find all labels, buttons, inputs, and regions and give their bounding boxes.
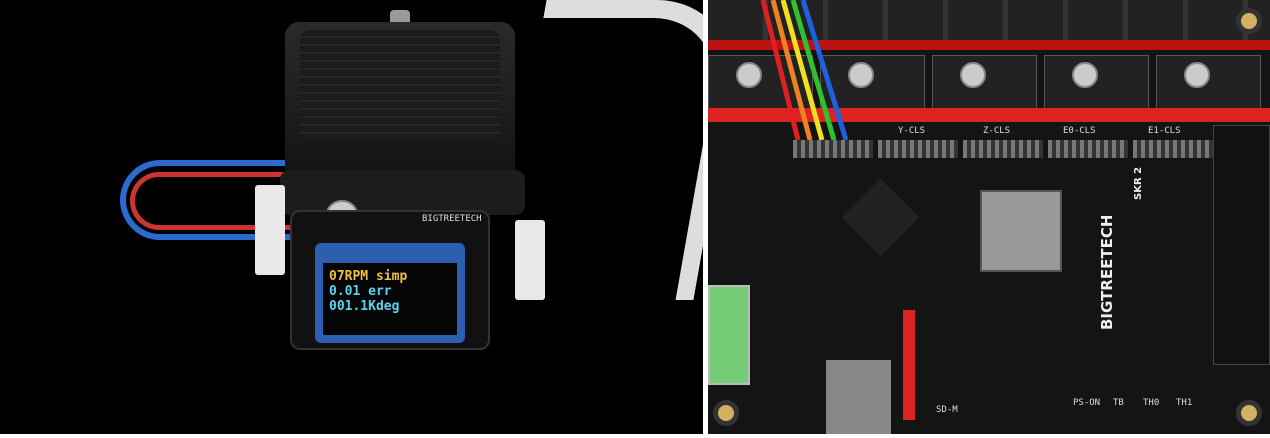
pin-header — [963, 140, 1043, 158]
closed-loop-motor-photo: BIGTREETECH 07RPM simp 0.01 err 001.1Kde… — [0, 0, 703, 434]
th0-label: TH0 — [1143, 398, 1160, 408]
ps-on-label: PS-ON — [1073, 398, 1101, 408]
driver-socket — [1044, 55, 1149, 115]
oled-display: 07RPM simp 0.01 err 001.1Kdeg — [315, 243, 465, 343]
capacitor — [1184, 62, 1210, 88]
z-cls-label: Z-CLS — [983, 126, 1011, 136]
oled-line-deg: 001.1Kdeg — [329, 299, 400, 314]
pin-header — [1048, 140, 1128, 158]
e1-cls-label: E1-CLS — [1148, 126, 1181, 136]
driver-socket — [1156, 55, 1261, 115]
side-connectors — [1213, 125, 1270, 365]
brand-label: BIGTREETECH — [422, 214, 482, 224]
mounting-hole — [1236, 8, 1262, 34]
red-jumper-row — [708, 108, 1270, 122]
e0-cls-label: E0-CLS — [1063, 126, 1096, 136]
mounting-hole — [1236, 400, 1262, 426]
red-header — [903, 310, 915, 420]
header-row — [708, 40, 1270, 50]
oled-line-rpm: 07RPM simp — [329, 269, 408, 284]
pin-header — [878, 140, 958, 158]
ribbon-wire-orange — [770, 0, 813, 141]
y-cls-label: Y-CLS — [898, 126, 926, 136]
motor-wires — [120, 160, 290, 240]
mainboard-photo: Y-CLS Z-CLS E0-CLS E1-CLS BIGTREETECH SK… — [708, 0, 1270, 434]
capacitor — [848, 62, 874, 88]
tb-label: TB — [1113, 398, 1124, 408]
oled-screen: 07RPM simp 0.01 err 001.1Kdeg — [323, 263, 457, 335]
ribbon-wire-green — [790, 0, 837, 141]
mounting-hole — [713, 400, 739, 426]
capacitor — [1072, 62, 1098, 88]
cable-connector — [515, 220, 545, 300]
board-brand-label: BIGTREETECH — [1098, 214, 1116, 330]
driver-socket — [932, 55, 1037, 115]
power-terminal — [708, 285, 750, 385]
sd-m-label: SD-M — [936, 405, 958, 415]
pin-header — [793, 140, 873, 158]
rainbow-ribbon-cable — [760, 0, 849, 141]
oled-line-err: 0.01 err — [329, 284, 392, 299]
th1-label: TH1 — [1176, 398, 1193, 408]
pin-header — [1133, 140, 1213, 158]
usb-port — [826, 360, 891, 434]
motor-connector — [255, 185, 285, 275]
ribbon-wire-blue — [800, 0, 849, 141]
ribbon-wire-yellow — [780, 0, 825, 141]
capacitor — [736, 62, 762, 88]
motor-plate — [280, 170, 525, 215]
board-model-label: SKR 2 — [1133, 166, 1144, 200]
motor-wires — [130, 172, 290, 230]
driver-chip — [841, 178, 920, 257]
ribbon-wire-red — [760, 0, 801, 141]
mcu-chip — [980, 190, 1062, 272]
capacitor — [960, 62, 986, 88]
motor-heatsink — [300, 30, 500, 140]
